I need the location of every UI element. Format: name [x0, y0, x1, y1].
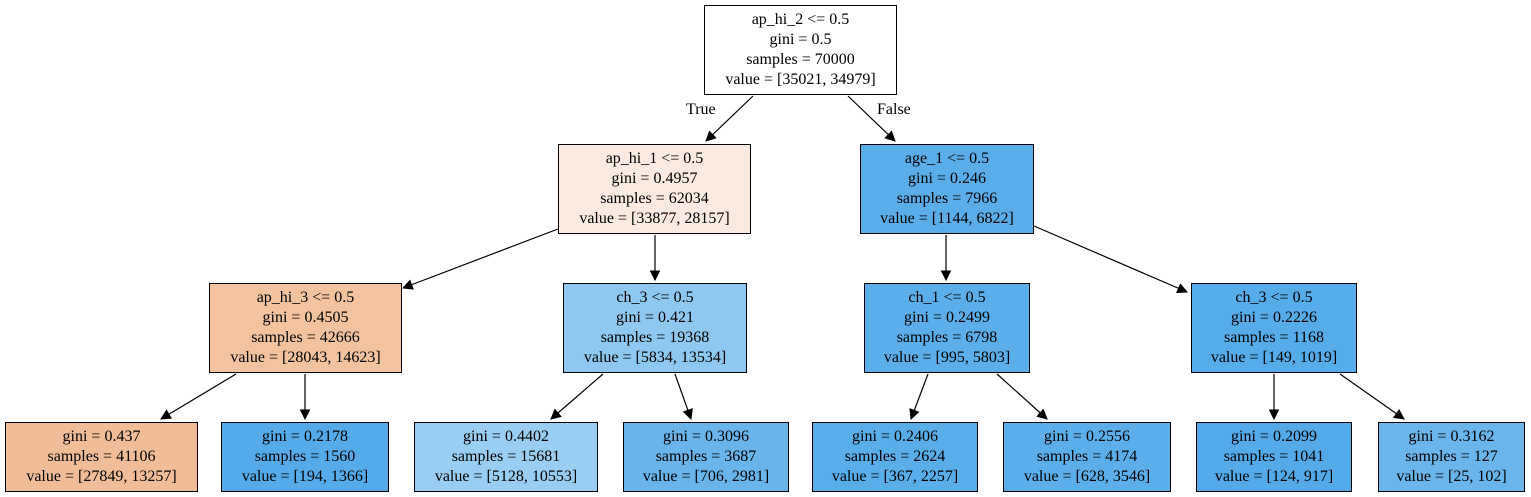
tree-edge-arrow [705, 95, 754, 142]
tree-leaf: gini = 0.3096 samples = 3687 value = [70… [623, 422, 789, 492]
node-gini: gini = 0.3162 [1408, 428, 1495, 445]
node-samples: samples = 1168 [1224, 329, 1324, 346]
node-value: value = [5834, 13534] [583, 349, 727, 366]
tree-leaf: gini = 0.2178 samples = 1560 value = [19… [221, 422, 389, 492]
tree-leaf: gini = 0.3162 samples = 127 value = [25,… [1378, 422, 1525, 492]
node-split-rule: ap_hi_3 <= 0.5 [256, 289, 355, 306]
node-split-rule: ap_hi_1 <= 0.5 [605, 150, 704, 167]
node-samples: samples = 41106 [47, 448, 156, 465]
node-value: value = [149, 1019] [1210, 349, 1338, 366]
tree-node-age-1: age_1 <= 0.5 gini = 0.246 samples = 7966… [860, 144, 1034, 234]
node-value: value = [628, 3546] [1023, 468, 1151, 485]
node-samples: samples = 1560 [254, 448, 356, 465]
node-value: value = [25, 102] [1396, 468, 1507, 485]
node-gini: gini = 0.2099 [1231, 428, 1317, 445]
tree-node-ch-3-right: ch_3 <= 0.5 gini = 0.2226 samples = 1168… [1191, 283, 1357, 373]
tree-leaf: gini = 0.4402 samples = 15681 value = [5… [414, 422, 598, 492]
node-gini: gini = 0.421 [616, 309, 694, 326]
node-samples: samples = 2624 [844, 448, 946, 465]
node-split-rule: age_1 <= 0.5 [904, 150, 990, 167]
node-gini: gini = 0.2406 [852, 428, 938, 445]
tree-leaf: gini = 0.2099 samples = 1041 value = [12… [1196, 422, 1352, 492]
tree-leaf: gini = 0.2556 samples = 4174 value = [62… [1003, 422, 1171, 492]
false-branch-label: False [877, 101, 911, 118]
node-split-rule: ch_3 <= 0.5 [1235, 289, 1313, 306]
node-gini: gini = 0.4505 [262, 309, 349, 326]
tree-edge-arrow [847, 95, 896, 142]
node-value: value = [5128, 10553] [434, 468, 578, 485]
tree-node-ap-hi-3: ap_hi_3 <= 0.5 gini = 0.4505 samples = 4… [209, 283, 402, 373]
node-value: value = [35021, 34979] [725, 71, 876, 88]
node-samples: samples = 19368 [600, 329, 710, 346]
node-value: value = [367, 2257] [831, 468, 959, 485]
node-value: value = [194, 1366] [241, 468, 369, 485]
node-samples: samples = 70000 [746, 51, 855, 68]
tree-edge-arrow [550, 373, 604, 420]
node-gini: gini = 0.2226 [1231, 309, 1317, 326]
tree-edge-arrow [996, 373, 1048, 420]
tree-leaf: gini = 0.2406 samples = 2624 value = [36… [812, 422, 978, 492]
node-samples: samples = 1041 [1223, 448, 1325, 465]
node-value: value = [27849, 13257] [26, 468, 177, 485]
true-branch-label: True [686, 101, 716, 118]
node-samples: samples = 4174 [1036, 448, 1138, 465]
tree-edge-arrow [1339, 373, 1405, 420]
node-split-rule: ch_1 <= 0.5 [908, 289, 986, 306]
tree-node-ch-1: ch_1 <= 0.5 gini = 0.2499 samples = 6798… [864, 283, 1030, 373]
node-gini: gini = 0.5 [769, 31, 832, 48]
node-gini: gini = 0.2178 [262, 428, 348, 445]
node-samples: samples = 15681 [451, 448, 561, 465]
node-samples: samples = 42666 [251, 329, 360, 346]
node-gini: gini = 0.3096 [663, 428, 749, 445]
tree-node-ch-3-left: ch_3 <= 0.5 gini = 0.421 samples = 19368… [563, 283, 747, 373]
node-samples: samples = 3687 [655, 448, 757, 465]
node-gini: gini = 0.2499 [904, 309, 990, 326]
node-gini: gini = 0.437 [62, 428, 141, 445]
node-samples: samples = 62034 [600, 190, 709, 207]
node-split-rule: ch_3 <= 0.5 [616, 289, 694, 306]
tree-edge-arrow [160, 373, 237, 420]
node-gini: gini = 0.246 [908, 170, 986, 187]
node-value: value = [1144, 6822] [880, 210, 1014, 227]
tree-edge-arrow [401, 228, 559, 290]
node-value: value = [706, 2981] [642, 468, 770, 485]
tree-node-ap-hi-1: ap_hi_1 <= 0.5 gini = 0.4957 samples = 6… [558, 144, 751, 234]
tree-leaf: gini = 0.437 samples = 41106 value = [27… [5, 422, 198, 492]
node-samples: samples = 127 [1405, 448, 1498, 465]
node-gini: gini = 0.4957 [611, 170, 698, 187]
tree-edge-arrow [1033, 225, 1188, 294]
tree-edge-arrow [674, 373, 693, 421]
node-split-rule: ap_hi_2 <= 0.5 [751, 11, 850, 28]
node-value: value = [33877, 28157] [579, 210, 730, 227]
node-gini: gini = 0.2556 [1044, 428, 1130, 445]
tree-edge-arrow [909, 373, 929, 421]
node-samples: samples = 6798 [896, 329, 998, 346]
node-value: value = [28043, 14623] [230, 349, 381, 366]
node-value: value = [995, 5803] [883, 349, 1011, 366]
node-gini: gini = 0.4402 [463, 428, 549, 445]
node-value: value = [124, 917] [1214, 468, 1334, 485]
tree-node-root: ap_hi_2 <= 0.5 gini = 0.5 samples = 7000… [704, 5, 897, 95]
node-samples: samples = 7966 [896, 190, 998, 207]
